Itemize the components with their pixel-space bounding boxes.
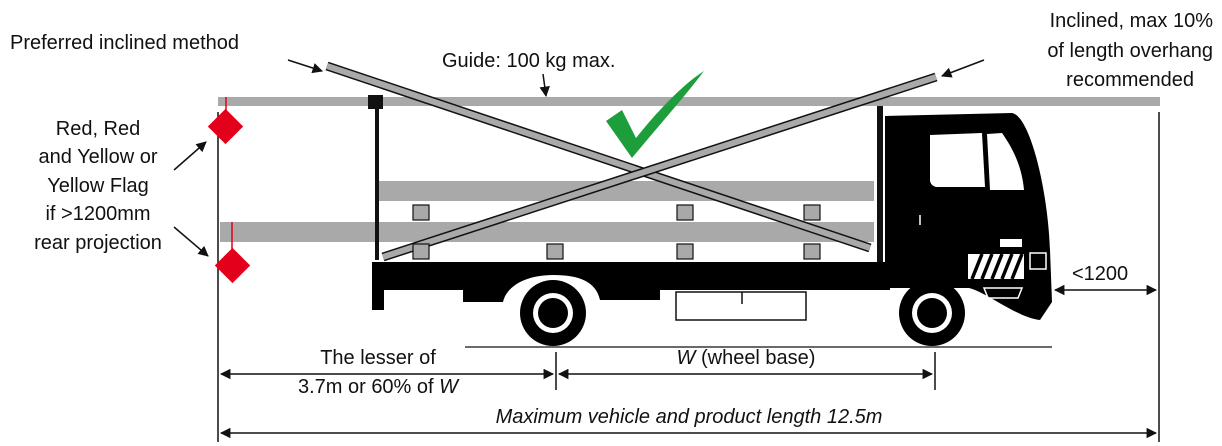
upper-load-bar — [378, 181, 874, 201]
cab-badge — [1000, 239, 1022, 247]
headlight — [1029, 252, 1047, 270]
inclined-pole-left — [325, 61, 872, 253]
rear-post — [375, 100, 379, 260]
arrow-preferred — [287, 59, 323, 74]
arrow-inclined — [941, 59, 985, 78]
cab-window — [930, 133, 985, 187]
label-flag-5: rear projection — [34, 232, 162, 254]
label-lesser-2-w: W — [439, 376, 460, 398]
label-flag-4: if >1200mm — [45, 203, 150, 225]
label-lesser-1: The lesser of — [320, 347, 436, 369]
label-wheelbase-text: (wheel base) — [695, 347, 815, 369]
top-guide-bar — [218, 97, 1160, 106]
arrow-flag-bottom — [173, 226, 209, 257]
diamond-flag-icon — [214, 222, 251, 284]
rear-wheel — [520, 280, 586, 346]
label-guide: Guide: 100 kg max. — [442, 50, 615, 72]
label-flag-3: Yellow Flag — [47, 175, 149, 197]
label-flag-2: and Yellow or — [39, 146, 158, 168]
label-lesser-2: 3.7m or 60% of W — [298, 376, 460, 398]
inclined-pole-right — [381, 72, 938, 262]
label-flag-1: Red, Red — [56, 118, 141, 140]
front-post — [877, 106, 883, 266]
check-mark-icon — [606, 71, 704, 158]
dunnage-blocks — [412, 204, 821, 260]
bumper-slot — [982, 287, 1024, 299]
label-inclined-2: of length overhang — [1047, 40, 1213, 62]
truck-tray — [372, 262, 890, 302]
tray-under-step — [372, 288, 384, 310]
label-lesser-2-text: 3.7m or 60% of — [298, 376, 439, 398]
cab-windscreen — [987, 133, 1024, 190]
label-preferred: Preferred inclined method — [10, 32, 239, 54]
label-inclined-1: Inclined, max 10% — [1050, 10, 1214, 32]
diamond-flag-icon — [207, 97, 244, 145]
label-max-length: Maximum vehicle and product length 12.5m — [496, 406, 883, 428]
arrow-guide — [539, 73, 550, 98]
rear-post-cap — [368, 95, 383, 109]
side-box — [675, 291, 807, 321]
arrow-flag-top — [173, 141, 207, 171]
front-wheel — [899, 280, 965, 346]
truck — [372, 113, 1052, 346]
label-wheelbase-w: W — [677, 347, 698, 369]
label-front-overhang: <1200 — [1072, 263, 1128, 285]
lower-guide-bar — [220, 222, 874, 242]
label-inclined-3: recommended — [1066, 69, 1194, 91]
label-wheelbase: W (wheel base) — [677, 347, 816, 369]
